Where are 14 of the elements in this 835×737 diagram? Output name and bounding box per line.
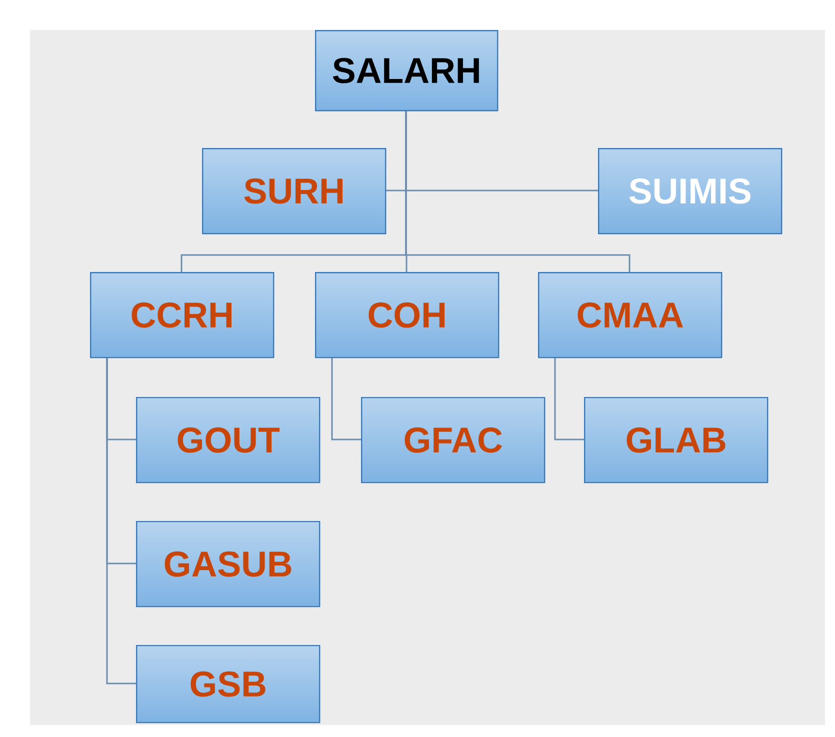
org-box: GOUT xyxy=(136,396,320,484)
org-box: GLAB xyxy=(584,396,768,484)
connector-line xyxy=(554,356,584,440)
org-box: GFAC xyxy=(361,396,546,484)
org-box: CCRH xyxy=(90,272,274,358)
org-box: SALARH xyxy=(315,30,498,112)
connector-line xyxy=(106,356,136,684)
org-box: GASUB xyxy=(136,520,320,608)
org-box: COH xyxy=(315,272,500,358)
org-box: CMAA xyxy=(538,272,722,358)
connector-line xyxy=(331,356,361,440)
org-box: SUIMIS xyxy=(598,148,782,234)
org-box: SURH xyxy=(202,148,386,234)
org-box: GSB xyxy=(136,644,320,724)
